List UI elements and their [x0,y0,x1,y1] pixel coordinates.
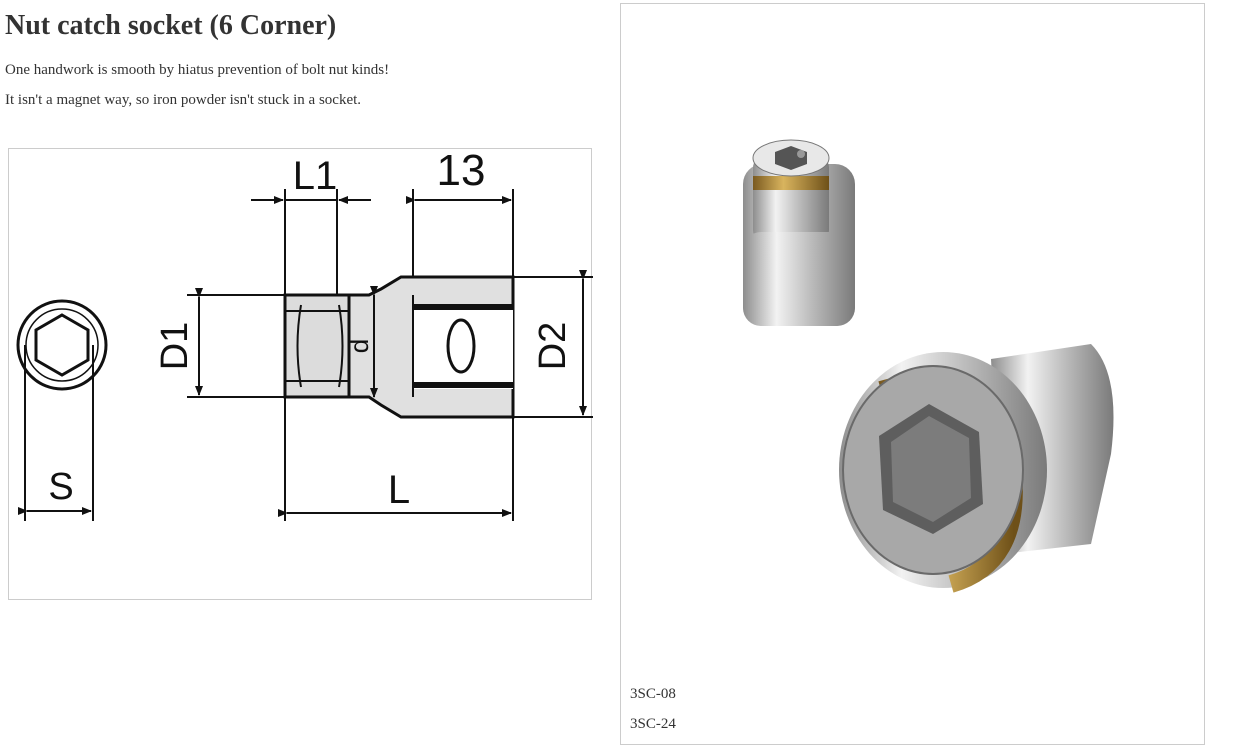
label-d: d [344,339,374,353]
label-l: L [388,468,410,512]
small-socket-image [743,139,855,326]
thirteen-dimension [406,189,514,277]
l1-dimension [251,189,371,295]
label-l1: L1 [293,154,338,198]
large-socket-image [839,344,1114,593]
description-line-1: One handwork is smooth by hiatus prevent… [5,62,390,78]
model-label-3sc-24: 3SC-24 [630,716,676,732]
l-dimension [278,397,514,521]
label-d1: D1 [154,322,196,371]
label-s: S [48,466,73,508]
label-d2: D2 [532,322,574,371]
dimension-diagram: S D1 d [8,148,593,600]
product-photo [743,139,1114,593]
product-photo-panel: 3SC-08 3SC-24 [620,3,1205,745]
page-title: Nut catch socket (6 Corner) [5,10,337,41]
description-line-2: It isn't a magnet way, so iron powder is… [5,92,362,108]
socket-end-view [16,299,108,521]
d2-dimension [513,270,593,418]
model-label-3sc-08: 3SC-08 [630,686,676,702]
socket-dimension-drawing: S D1 d [16,149,593,521]
d1-dimension [187,288,285,398]
label-13: 13 [437,149,486,195]
socket-side-view [283,275,515,419]
